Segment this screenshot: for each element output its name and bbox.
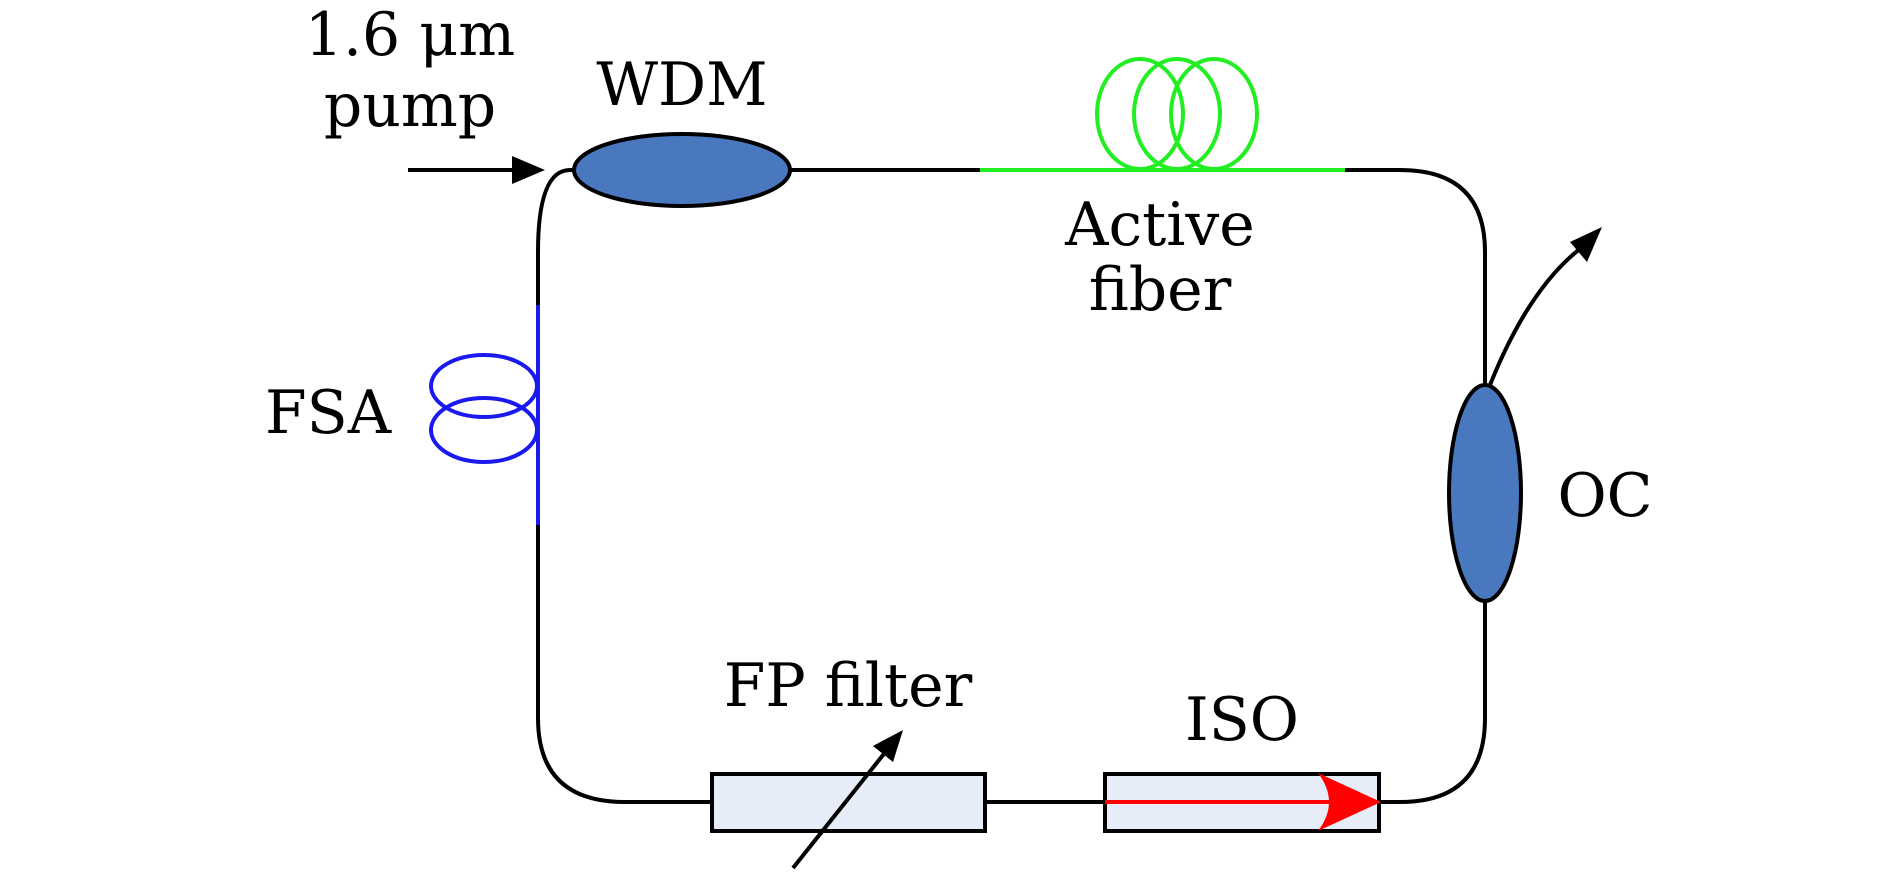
fsa-fiber-loop (429, 396, 539, 464)
pump-label-line1: 1.6 μm (305, 0, 515, 70)
active-fiber-loop (1169, 57, 1259, 171)
fiber-ring (536, 168, 1487, 804)
oc-label: OC (1557, 461, 1652, 531)
fp-filter-label: FP filter (724, 651, 973, 721)
fsa-fiber (429, 305, 540, 525)
oc-coupler (1447, 383, 1523, 603)
pump-label-line2: pump (324, 71, 496, 141)
fsa-label: FSA (265, 378, 392, 448)
fiber-bottom-right-corner (1379, 600, 1487, 804)
oc-output-arrow (1488, 227, 1602, 386)
fiber-top-left-corner (536, 168, 590, 305)
fp-filter-box (710, 772, 987, 833)
wdm-label: WDM (596, 50, 767, 120)
active-fiber-label-line2: fiber (1089, 255, 1232, 325)
iso-label: ISO (1185, 685, 1299, 755)
active-fiber-label-line1: Active (1064, 190, 1255, 260)
pump-input-arrow (408, 156, 545, 184)
fiber-bottom-left-corner (536, 525, 712, 804)
active-fiber (980, 57, 1345, 172)
active-fiber-loop (1132, 57, 1222, 171)
fiber-top-right-corner (1345, 168, 1487, 385)
iso-direction-arrow (1105, 773, 1381, 831)
fsa-fiber-loop (429, 353, 539, 419)
active-fiber-loop (1095, 57, 1185, 171)
fp-filter-tuning-arrow (791, 730, 903, 870)
wdm-coupler (572, 132, 792, 208)
